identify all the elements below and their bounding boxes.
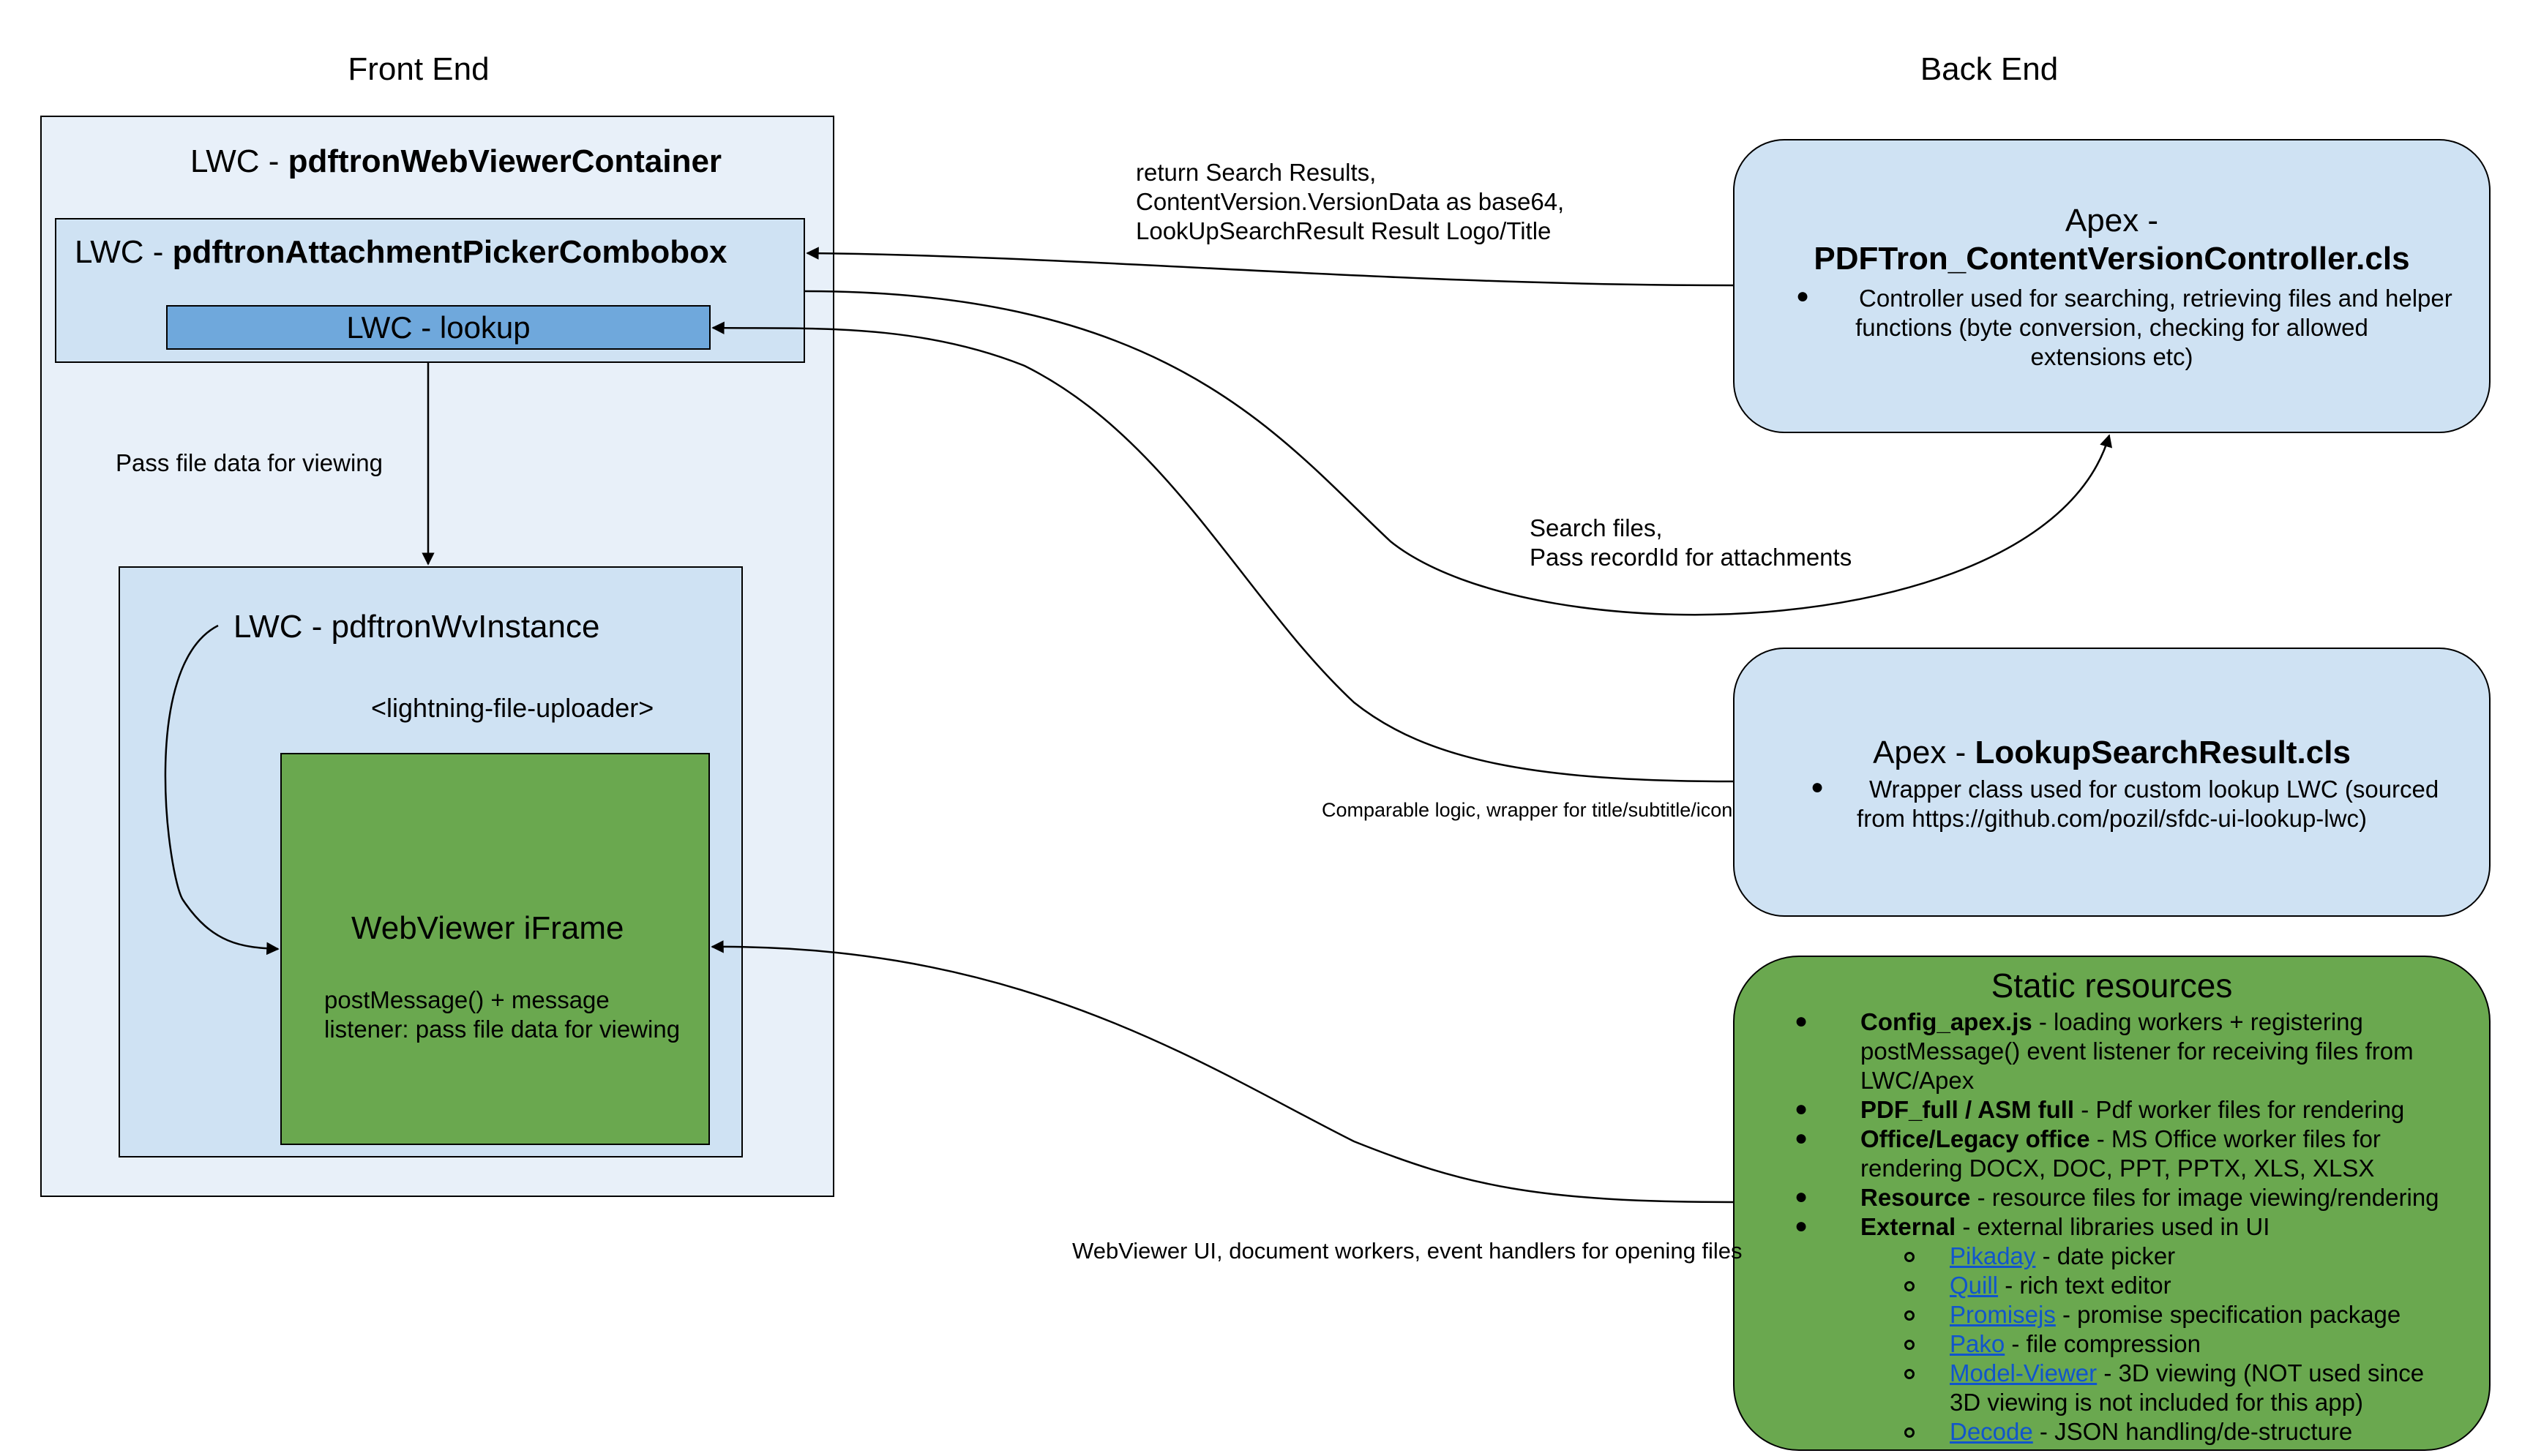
apex-controller-name: PDFTron_ContentVersionController.cls: [1814, 241, 2410, 277]
return-results-label-1: return Search Results,: [1136, 159, 1377, 186]
lookup-result-arrow: [711, 321, 1734, 783]
bullet-icon: ●: [1811, 775, 1825, 799]
bullet-icon: ●: [1796, 284, 1810, 308]
iframe-title: WebViewer iFrame: [351, 910, 624, 946]
external-library-item: Pikaday - date picker: [1950, 1242, 2176, 1269]
webviewer-iframe-box: WebViewer iFrame postMessage() + message…: [280, 753, 710, 1145]
return-results-label-3: LookUpSearchResult Result Logo/Title: [1136, 217, 1552, 244]
apex-lookup-title: Apex - LookupSearchResult.cls: [1873, 735, 2351, 770]
static-resources-title: Static resources: [1991, 967, 2233, 1005]
comparable-logic-label: Comparable logic, wrapper for title/subt…: [1322, 799, 1733, 821]
iframe-desc-line1: postMessage() + message: [324, 986, 610, 1013]
search-files-label-1: Search files,: [1530, 514, 1663, 541]
search-files-label-2: Pass recordId for attachments: [1530, 544, 1852, 571]
static-resource-item: Resource - resource files for image view…: [1860, 1184, 2439, 1211]
pass-file-label: Pass file data for viewing: [116, 449, 383, 476]
external-library-item: 3D viewing is not included for this app): [1950, 1389, 2363, 1416]
hollow-bullet-icon: [1904, 1369, 1915, 1379]
static-resource-item: Office/Legacy office - MS Office worker …: [1860, 1125, 2381, 1152]
instance-to-iframe-arrow: [164, 624, 280, 956]
library-link[interactable]: Quill: [1950, 1272, 1999, 1299]
apex-lookup-box: Apex - LookupSearchResult.cls ● Wrapper …: [1733, 648, 2491, 917]
external-library-item: Model-Viewer - 3D viewing (NOT used sinc…: [1950, 1359, 2425, 1386]
bullet-icon: ●: [1795, 1126, 1808, 1150]
lookup-box: LWC - lookup: [166, 305, 711, 350]
library-link[interactable]: Decode: [1950, 1418, 2033, 1445]
apex-controller-desc1: Controller used for searching, retrievin…: [1859, 285, 2452, 312]
library-link[interactable]: Promisejs: [1950, 1301, 2056, 1328]
container-title: LWC - pdftronWebViewerContainer: [190, 143, 722, 179]
external-library-item: Decode - JSON handling/de-structure: [1950, 1418, 2353, 1445]
external-library-item: Pako - file compression: [1950, 1330, 2201, 1357]
static-resources-arrow: [711, 940, 1734, 1204]
library-link[interactable]: Model-Viewer: [1950, 1359, 2098, 1386]
bullet-icon: ●: [1795, 1214, 1808, 1238]
static-resource-item: LWC/Apex: [1860, 1067, 1975, 1094]
apex-lookup-desc2: from https://github.com/pozil/sfdc-ui-lo…: [1857, 805, 2367, 832]
static-resource-item: External - external libraries used in UI: [1860, 1213, 2270, 1240]
static-resource-item: Config_apex.js - loading workers + regis…: [1860, 1008, 2363, 1035]
apex-controller-line1: Apex -: [2065, 203, 2159, 239]
hollow-bullet-icon: [1904, 1427, 1915, 1438]
hollow-bullet-icon: [1904, 1310, 1915, 1321]
static-resource-item: PDF_full / ASM full - Pdf worker files f…: [1860, 1096, 2405, 1123]
hollow-bullet-icon: [1904, 1340, 1915, 1350]
wv-instance-title: LWC - pdftronWvInstance: [233, 609, 600, 645]
bullet-icon: ●: [1795, 1097, 1808, 1121]
apex-controller-box: Apex - PDFTron_ContentVersionController.…: [1733, 139, 2491, 433]
external-library-item: Quill - rich text editor: [1950, 1272, 2171, 1299]
bullet-icon: ●: [1795, 1185, 1808, 1209]
apex-controller-desc3: extensions etc): [2030, 343, 2193, 370]
iframe-desc-line2: listener: pass file data for viewing: [324, 1016, 681, 1043]
file-uploader-label: <lightning-file-uploader>: [371, 693, 654, 723]
static-resource-item: postMessage() event listener for receivi…: [1860, 1037, 2414, 1065]
hollow-bullet-icon: [1904, 1252, 1915, 1262]
static-resource-item: rendering DOCX, DOC, PPT, PPTX, XLS, XLS…: [1860, 1155, 2375, 1182]
apex-lookup-desc1: Wrapper class used for custom lookup LWC…: [1869, 776, 2439, 803]
external-library-item: Promisejs - promise specification packag…: [1950, 1301, 2401, 1328]
library-link[interactable]: Pako: [1950, 1330, 2005, 1357]
picker-title: LWC - pdftronAttachmentPickerCombobox: [75, 234, 727, 270]
hollow-bullet-icon: [1904, 1281, 1915, 1291]
webviewer-ui-label: WebViewer UI, document workers, event ha…: [1072, 1238, 1743, 1264]
return-results-label-2: ContentVersion.VersionData as base64,: [1136, 188, 1565, 215]
return-results-arrow: [806, 247, 1734, 287]
search-files-arrow: [804, 290, 2113, 616]
front-end-heading: Front End: [348, 51, 490, 87]
back-end-heading: Back End: [1920, 51, 2059, 87]
library-link[interactable]: Pikaday: [1950, 1242, 2036, 1269]
bullet-icon: ●: [1795, 1009, 1808, 1033]
apex-controller-desc2: functions (byte conversion, checking for…: [1855, 314, 2368, 341]
static-resources-box: Static resources ● Config_apex.js - loadi…: [1733, 956, 2491, 1451]
